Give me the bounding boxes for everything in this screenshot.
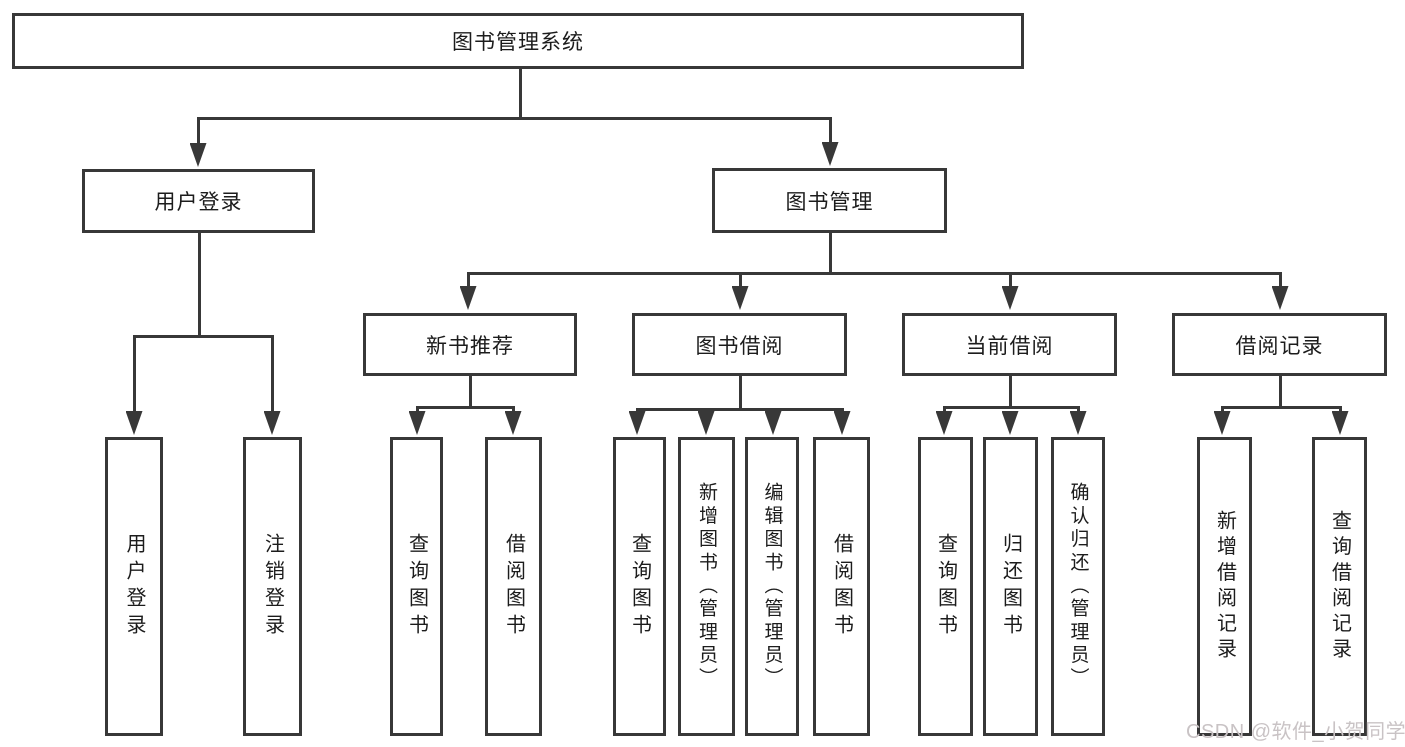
leaf-add-borrow-record-label: 新增借阅记录 (1213, 509, 1236, 664)
node-book-borrow: 图书借阅 (632, 313, 847, 376)
connector-line (518, 69, 522, 120)
connector-line (132, 334, 274, 338)
leaf-logout: 注销登录 (243, 437, 302, 736)
node-new-book-recommend: 新书推荐 (363, 313, 577, 376)
arrowhead-down-icon (504, 411, 522, 435)
node-user-login-label: 用户登录 (154, 191, 243, 214)
leaf-query-books-recommend: 查询图书 (390, 437, 443, 736)
node-book-borrow-label: 图书借阅 (695, 334, 784, 358)
arrowhead-down-icon (821, 142, 839, 166)
leaf-borrow-books-recommend-label: 借阅图书 (502, 532, 525, 641)
connector-line (466, 271, 1282, 275)
connector-line (738, 271, 742, 287)
node-current-borrow-label: 当前借阅 (965, 334, 1054, 358)
connector-line (415, 405, 419, 412)
node-user-login: 用户登录 (82, 169, 315, 233)
connector-line (1278, 271, 1282, 287)
leaf-logout-label: 注销登录 (261, 532, 284, 641)
leaf-return-books-label: 归还图书 (999, 532, 1022, 641)
arrowhead-down-icon (263, 411, 281, 435)
arrowhead-down-icon (1001, 286, 1019, 310)
arrowhead-down-icon (1213, 411, 1231, 435)
leaf-return-books: 归还图书 (983, 437, 1038, 736)
connector-line (1220, 405, 1224, 412)
node-current-borrow: 当前借阅 (902, 313, 1117, 376)
arrowhead-down-icon (697, 411, 715, 435)
node-new-book-recommend-label: 新书推荐 (426, 334, 514, 358)
leaf-add-borrow-record: 新增借阅记录 (1197, 437, 1252, 736)
connector-line (738, 376, 742, 411)
connector-line (942, 405, 1080, 409)
node-book-mgmt: 图书管理 (712, 168, 947, 233)
connector-line (828, 116, 832, 144)
arrowhead-down-icon (833, 411, 851, 435)
connector-line (196, 116, 832, 120)
csdn-watermark: CSDN @软件_小贺同学 (1186, 721, 1405, 743)
leaf-borrow-books-label: 借阅图书 (830, 532, 853, 641)
leaf-query-books-recommend-label: 查询图书 (405, 532, 428, 641)
leaf-confirm-return-admin: 确认归还（管理员） (1051, 437, 1105, 736)
connector-line (942, 405, 946, 412)
connector-line (1278, 376, 1282, 409)
leaf-query-books-borrow-label: 查询图书 (628, 532, 651, 641)
leaf-user-login-label: 用户登录 (123, 532, 145, 641)
arrowhead-down-icon (1001, 411, 1019, 435)
leaf-query-books-current-label: 查询图书 (934, 532, 957, 641)
arrowhead-down-icon (764, 411, 782, 435)
leaf-edit-books-admin: 编辑图书（管理员） (745, 437, 799, 736)
arrowhead-down-icon (1069, 411, 1087, 435)
connector-line (132, 334, 136, 412)
connector-line (468, 376, 472, 409)
leaf-borrow-books: 借阅图书 (813, 437, 870, 736)
connector-line (270, 334, 274, 412)
connector-line (197, 233, 201, 338)
leaf-add-books-admin: 新增图书（管理员） (678, 437, 735, 736)
connector-line (415, 405, 515, 409)
leaf-query-books-borrow: 查询图书 (613, 437, 666, 736)
arrowhead-down-icon (1331, 411, 1349, 435)
connector-line (1220, 405, 1342, 409)
arrowhead-down-icon (731, 286, 749, 310)
leaf-query-books-current: 查询图书 (918, 437, 973, 736)
leaf-query-borrow-record-label: 查询借阅记录 (1328, 509, 1351, 664)
leaf-user-login: 用户登录 (105, 437, 163, 736)
arrowhead-down-icon (1271, 286, 1289, 310)
leaf-borrow-books-recommend: 借阅图书 (485, 437, 542, 736)
arrowhead-down-icon (125, 411, 143, 435)
node-root: 图书管理系统 (12, 13, 1024, 69)
connector-line (1338, 405, 1342, 412)
arrowhead-down-icon (628, 411, 646, 435)
arrowhead-down-icon (935, 411, 953, 435)
arrowhead-down-icon (459, 286, 477, 310)
arrowhead-down-icon (408, 411, 426, 435)
node-book-mgmt-label: 图书管理 (785, 190, 874, 214)
connector-line (635, 407, 844, 411)
connector-line (1008, 376, 1012, 409)
connector-line (466, 271, 470, 287)
arrowhead-down-icon (189, 143, 207, 167)
leaf-query-borrow-record: 查询借阅记录 (1312, 437, 1367, 736)
connector-line (828, 233, 832, 275)
leaf-add-books-admin-label: 新增图书（管理员） (696, 482, 717, 691)
connector-line (196, 116, 200, 144)
leaf-confirm-return-admin-label: 确认归还（管理员） (1067, 482, 1089, 691)
connector-line (511, 405, 515, 412)
node-root-label: 图书管理系统 (452, 31, 584, 54)
connector-line (1076, 405, 1080, 412)
connector-line (1008, 271, 1012, 287)
node-borrow-records: 借阅记录 (1172, 313, 1387, 376)
node-borrow-records-label: 借阅记录 (1235, 334, 1324, 358)
leaf-edit-books-admin-label: 编辑图书（管理员） (761, 482, 783, 691)
